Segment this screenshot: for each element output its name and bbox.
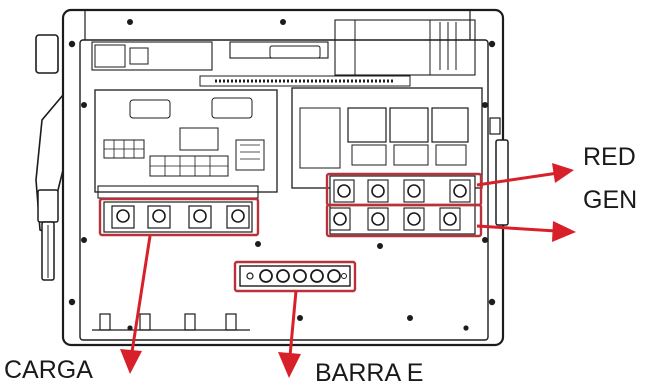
gen-arrow	[476, 221, 576, 242]
barra-e-arrow	[278, 290, 301, 378]
callout-arrows	[120, 163, 576, 378]
red-label: RED	[583, 143, 636, 171]
side-cable-gland	[35, 34, 64, 281]
mounting-screws	[68, 19, 496, 331]
bottom-cable-entries	[92, 313, 250, 331]
carga-label: CARGA	[4, 356, 93, 383]
control-pcb	[94, 89, 278, 193]
highlight-boxes	[98, 172, 483, 293]
ground-busbar	[239, 265, 351, 287]
top-modules	[91, 19, 476, 87]
carga-arrow	[120, 235, 152, 374]
barra-e-label: BARRA E	[315, 359, 423, 383]
red-arrow	[476, 163, 574, 187]
right-bracket	[489, 117, 509, 226]
gen-terminals-highlight	[325, 203, 483, 238]
gen-label: GEN	[583, 186, 637, 214]
load-terminals-highlight	[98, 197, 260, 237]
load-terminal-block	[97, 185, 259, 233]
